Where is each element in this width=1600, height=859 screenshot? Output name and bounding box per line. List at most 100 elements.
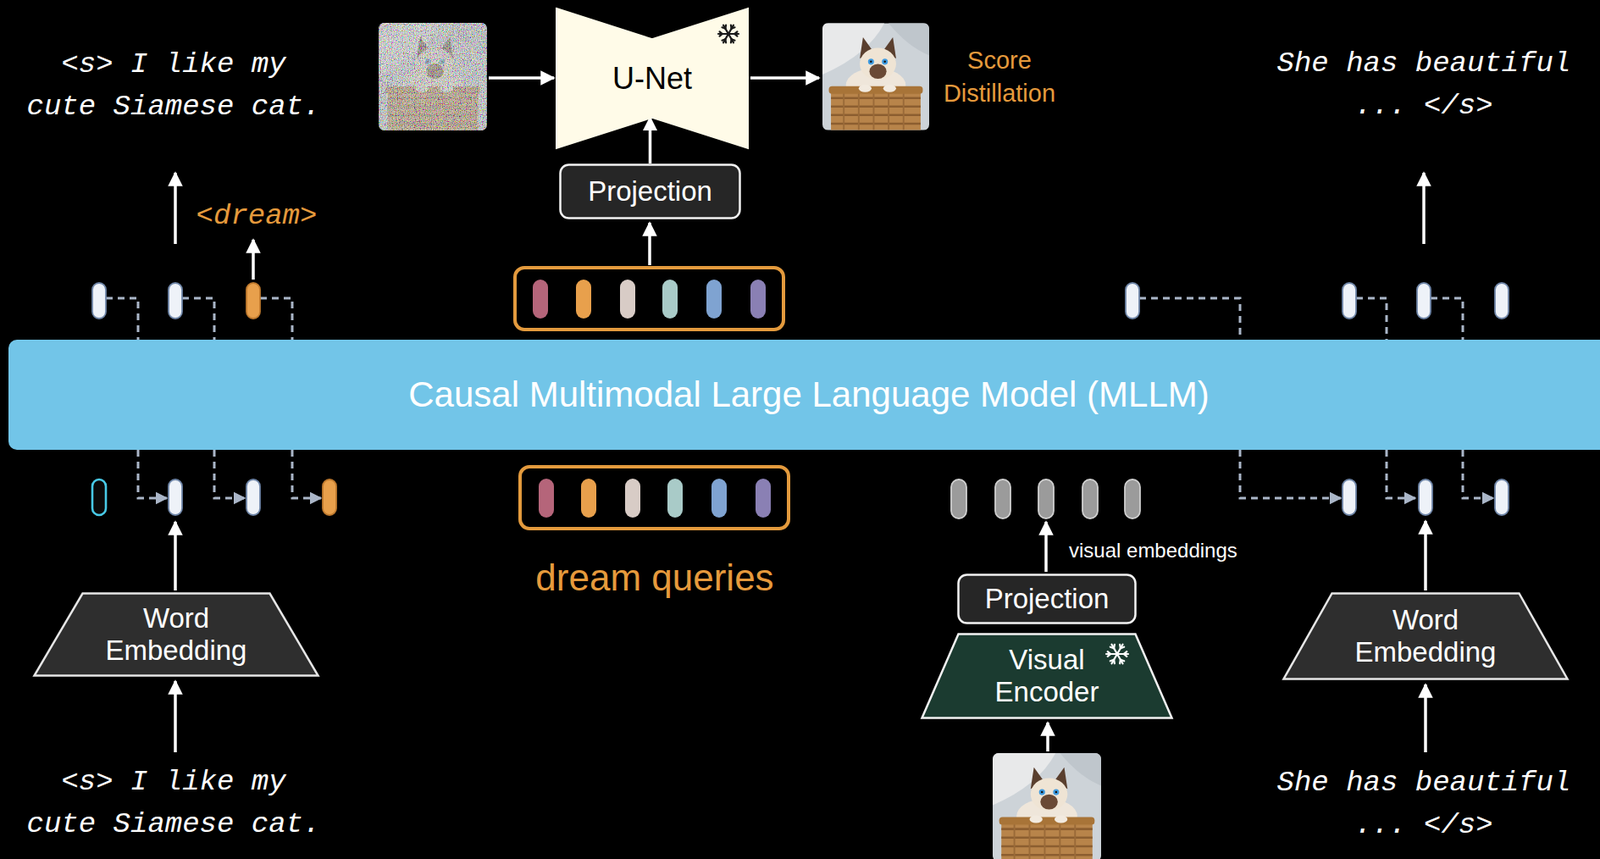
dream-query-group	[750, 279, 766, 319]
dream-query-group	[625, 478, 641, 518]
unet-block-label: U-Net	[612, 60, 693, 96]
frozen-icon	[1123, 651, 1128, 654]
text-tokens	[246, 479, 261, 515]
frozen-icon	[731, 38, 736, 41]
text-tokens	[168, 479, 183, 515]
visual-encoder-block: Visual Encoder	[920, 632, 1174, 720]
word-embedding-block: Word Embedding	[1282, 592, 1569, 681]
frozen-icon	[1110, 647, 1114, 649]
dashed-links	[1462, 449, 1494, 499]
flow-arrows	[488, 76, 554, 80]
generated-cat-image	[822, 23, 930, 131]
text-tokens	[246, 282, 261, 319]
projection-box-outline	[560, 165, 741, 219]
visual-tokens	[1038, 479, 1054, 519]
text-tokens	[322, 479, 337, 515]
text-tokens	[1342, 479, 1357, 515]
text-tokens	[92, 479, 106, 515]
word-embedding-block-outline	[34, 593, 319, 676]
frozen-icon	[1117, 653, 1129, 655]
flow-arrows	[1422, 172, 1426, 244]
visual-embeddings-label: visual embeddings	[1068, 537, 1290, 564]
dashed-links	[138, 449, 167, 499]
visual-encoder-block-text-area: Visual Encoder	[920, 632, 1174, 720]
flow-arrows	[750, 76, 820, 80]
frozen-icon	[734, 31, 737, 34]
visual-embeddings-label-holder: visual embeddings	[1068, 537, 1290, 564]
frozen-icon	[1106, 653, 1118, 655]
flow-arrows	[173, 521, 178, 591]
visual-tokens	[951, 479, 967, 519]
frozen-icon	[1112, 653, 1119, 664]
output-sentence: She has beautiful ... </s>	[1262, 761, 1585, 847]
dream-token-holder: <dream>	[171, 198, 342, 234]
dream-query-group	[755, 478, 771, 518]
dashed-links	[292, 449, 322, 499]
dashed-links	[214, 449, 245, 499]
dream-query-group	[667, 478, 683, 518]
dream-query-group	[711, 478, 727, 518]
text-tokens	[168, 282, 183, 319]
output-sentence-holder: She has beautiful ... </s>	[1262, 42, 1585, 128]
input-sentence-holder: <s> I like my cute Siamese cat.	[21, 43, 327, 128]
dashed-links	[182, 298, 215, 340]
flow-arrows	[1423, 520, 1428, 591]
visual-tokens	[995, 479, 1011, 519]
text-tokens	[1417, 282, 1431, 319]
visual-tokens	[951, 479, 1141, 519]
word-embedding-block-label: Word Embedding	[1340, 603, 1511, 669]
frozen-icon	[1106, 644, 1129, 665]
frozen-icon	[1120, 659, 1124, 662]
visual-tokens	[1124, 479, 1141, 519]
flow-arrows	[1423, 684, 1428, 753]
frozen-icon	[1117, 644, 1124, 654]
frozen-icon	[1112, 644, 1119, 654]
text-tokens	[1418, 479, 1433, 515]
frozen-icon	[730, 25, 733, 29]
unet-block-text-area: U-Net	[556, 8, 748, 149]
flow-arrows	[1046, 722, 1050, 752]
flow-arrows	[173, 680, 178, 753]
frozen-icon	[724, 38, 727, 43]
projection-box-label: Projection	[985, 582, 1110, 615]
word-embedding-block-outline	[1284, 593, 1568, 680]
generated-cat-image	[822, 23, 930, 131]
frozen-icon	[728, 33, 734, 43]
noisy-image	[378, 22, 488, 131]
frozen-icon	[723, 25, 729, 34]
dream-query-group	[532, 279, 549, 319]
projection-box-label: Projection	[587, 175, 713, 208]
dream-token: <dream>	[171, 198, 342, 234]
dashed-links	[1139, 298, 1241, 340]
projection-box: Projection	[559, 163, 742, 220]
input-sentence: <s> I like my cute Siamese cat.	[21, 43, 327, 128]
score-distillation-label-holder: Score Distillation	[919, 44, 1080, 111]
word-embedding-block: Word Embedding	[33, 592, 320, 677]
dream-query-group	[706, 279, 722, 319]
input-sentence-holder: <s> I like my cute Siamese cat.	[21, 760, 327, 846]
dream-query-group	[514, 267, 784, 330]
word-embedding-block-text-area: Word Embedding	[33, 592, 320, 677]
flow-arrows	[251, 239, 255, 280]
text-tokens	[1342, 282, 1357, 319]
dream-query-group	[520, 466, 789, 529]
dream-query-group	[575, 279, 592, 319]
dashed-links	[1356, 298, 1387, 340]
projection-box: Projection	[957, 573, 1137, 625]
input-cat-image	[992, 752, 1102, 859]
noisy-image	[378, 22, 488, 131]
text-tokens	[1494, 282, 1509, 319]
flow-arrows	[647, 222, 652, 266]
mllm-band-text-area: Causal Multimodal Large Language Model (…	[8, 339, 1600, 450]
frozen-icon	[722, 27, 726, 29]
frozen-icon	[1118, 644, 1122, 648]
frozen-icon	[728, 25, 734, 34]
projection-box-text-area: Projection	[559, 163, 742, 220]
text-tokens	[1125, 282, 1140, 319]
frozen-icon	[719, 33, 723, 37]
mllm-band: Causal Multimodal Large Language Model (…	[8, 339, 1600, 450]
frozen-icon	[728, 33, 739, 35]
frozen-icon	[723, 33, 729, 43]
frozen-icon	[718, 33, 729, 35]
text-tokens	[1494, 479, 1509, 515]
